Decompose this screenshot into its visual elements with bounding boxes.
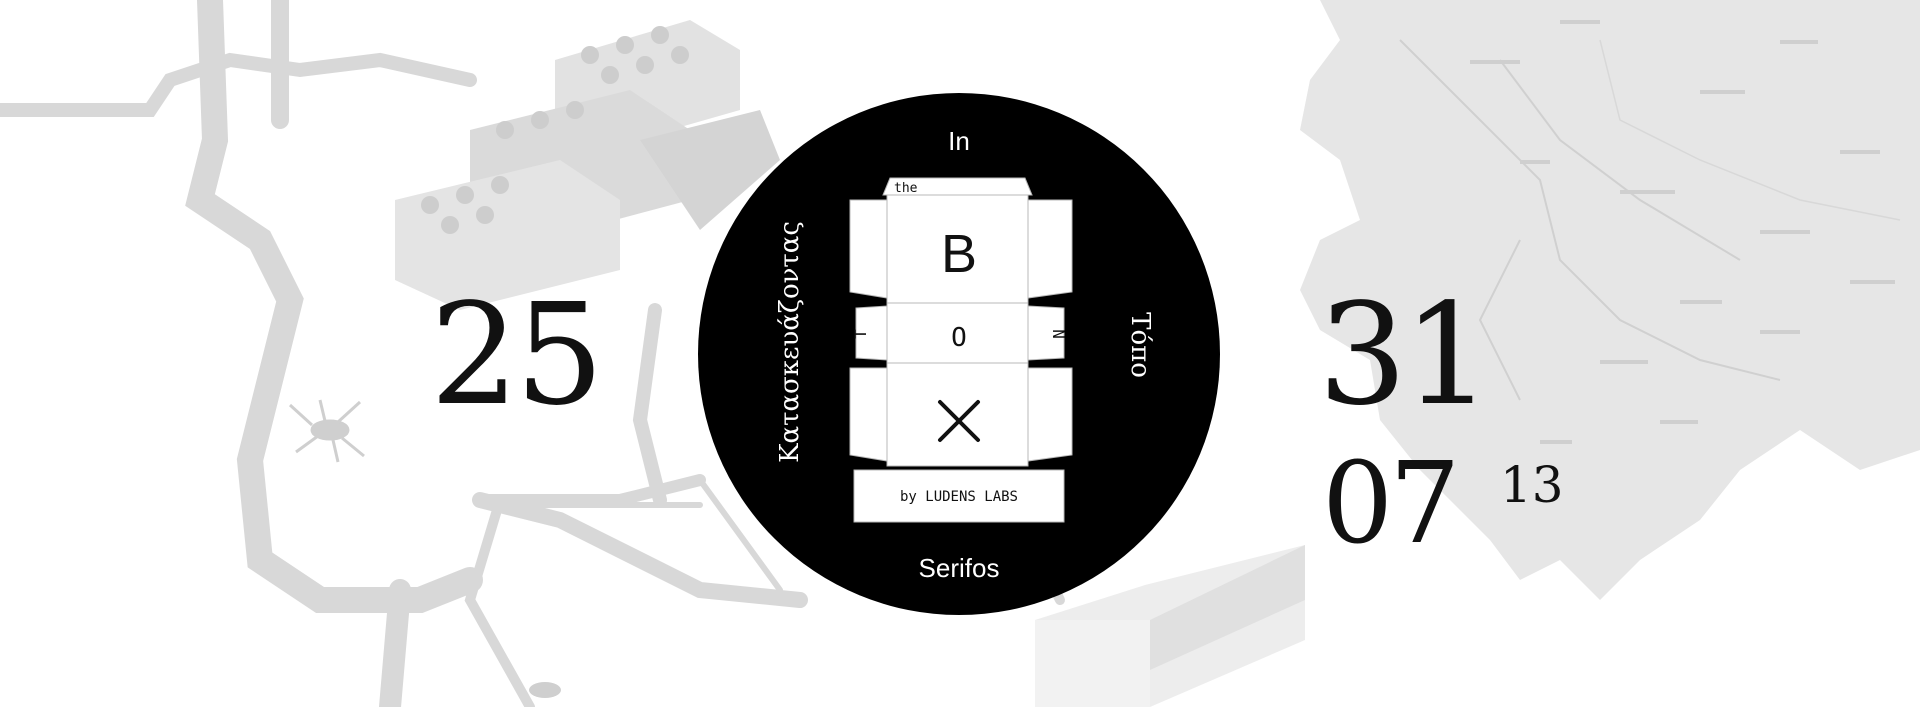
start-date-day: 25: [430, 274, 604, 437]
logo-bottom-word: Serifos: [919, 553, 1000, 583]
box-credit: by LUDENS LABS: [900, 489, 1018, 505]
end-date-day: 31: [1318, 274, 1492, 437]
box-cross-icon: [938, 400, 980, 442]
box-letter-n: N: [1049, 329, 1068, 339]
end-date-year: 13: [1500, 456, 1564, 514]
box-letter-b: B: [941, 224, 977, 284]
lego-bricks-photo: [395, 20, 780, 310]
ant-icon-2: [529, 682, 561, 698]
box-label-the: the: [894, 181, 918, 196]
logo-top-word: In: [948, 126, 970, 156]
end-date-month: 07: [1322, 439, 1461, 569]
paper-box-photo: [1035, 545, 1305, 707]
box-letter-t: T: [851, 329, 870, 339]
logo-right-vertical-text: Τόπο: [1125, 312, 1155, 378]
ant-icon: [288, 399, 365, 463]
map-background: [1300, 0, 1920, 600]
logo-left-vertical-text: Κατασκευάζοντας: [775, 221, 805, 463]
box-letter-o: O: [951, 323, 967, 353]
box-net-icon: [849, 177, 1073, 523]
